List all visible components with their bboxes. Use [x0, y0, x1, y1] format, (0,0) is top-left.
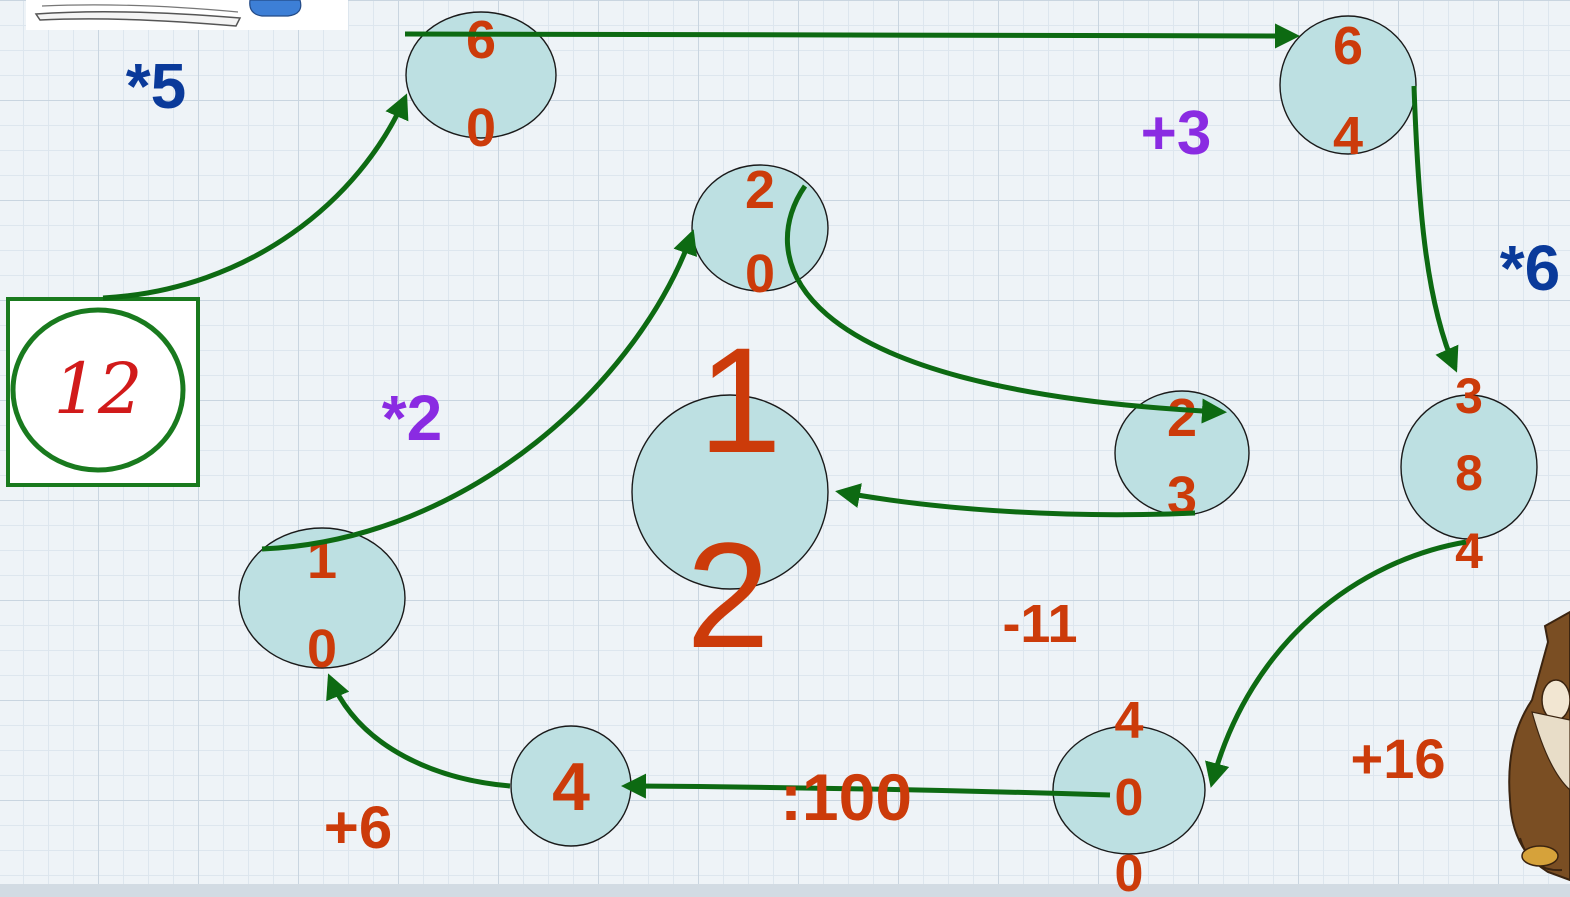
op-plus16: +16 [1351, 727, 1446, 790]
arrow-384-to-400 [1205, 539, 1467, 788]
op-plus3: +3 [1141, 99, 1212, 168]
bubble-sixty: 6 0 [405, 10, 557, 158]
bubble-digit: 4 [1333, 106, 1363, 166]
bubble-digit: 2 [745, 160, 775, 220]
arrow-12-to-60 [102, 93, 409, 301]
bubble-digit: 0 [1115, 769, 1144, 827]
bubble-digit: 2 [1167, 388, 1197, 448]
bubble-digit: 0 [307, 619, 337, 679]
book-illustration [26, 0, 348, 30]
bottom-band [0, 884, 1570, 897]
bubble-fourhundred: 4 0 0 [1052, 692, 1206, 897]
bubble-threeeightyfour: 3 8 4 [1400, 368, 1538, 579]
bubble-digit: 0 [466, 98, 496, 158]
arrow-23-to-12 [835, 483, 1196, 518]
arrow-20-to-23 [784, 184, 1227, 424]
arrow-60-to-64 [404, 23, 1300, 49]
bubble-digit: 0 [1115, 845, 1144, 897]
arrow-4-to-10 [326, 673, 511, 789]
bubble-digit: 2 [686, 511, 769, 679]
start-number-box: 12 [6, 297, 200, 487]
bubble-digit: 1 [698, 316, 781, 484]
bubble-digit: 0 [745, 244, 775, 304]
bubble-digit: 4 [1115, 692, 1144, 750]
bubble-digit: 4 [1455, 523, 1483, 579]
op-times2: *2 [382, 382, 443, 454]
bubble-sixtyfour: 6 4 [1279, 15, 1417, 166]
start-value: 12 [53, 348, 142, 430]
bubble-digit: 6 [466, 10, 496, 70]
op-plus6: +6 [324, 794, 392, 861]
op-div100: :100 [780, 760, 912, 834]
bubble-digit: 4 [552, 749, 590, 825]
bubble-digit: 3 [1167, 466, 1197, 526]
op-times6: *6 [1500, 232, 1561, 304]
bubble-digit: 6 [1333, 16, 1363, 76]
op-times5: *5 [126, 50, 187, 122]
arrow-400-to-4 [621, 773, 1111, 799]
arrow-10-to-20 [261, 229, 698, 552]
bubble-twenty: 2 0 [691, 160, 829, 304]
bubble-four: 4 [510, 725, 632, 847]
op-minus11: -11 [1002, 594, 1077, 654]
arrow-64-to-384 [1411, 85, 1459, 373]
bubble-digit: 3 [1455, 368, 1483, 424]
owl-mascot [1508, 610, 1570, 882]
bubble-ten: 1 0 [238, 527, 406, 679]
bubble-twelve: 1 2 [631, 316, 829, 679]
bubble-digit: 8 [1455, 445, 1483, 501]
